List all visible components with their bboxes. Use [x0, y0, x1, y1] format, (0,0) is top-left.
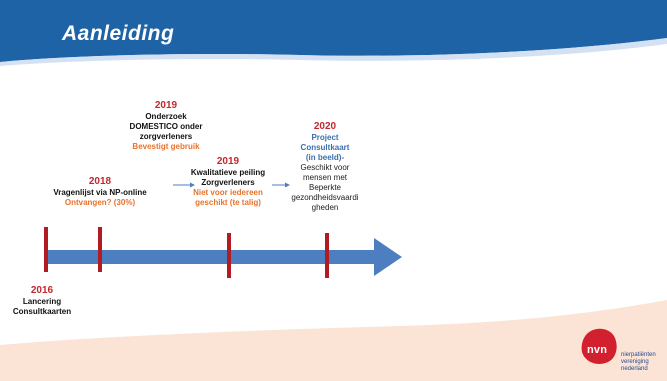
event-year: 2019: [216, 156, 240, 167]
logo-line: nederland: [621, 366, 648, 372]
footer-band: [0, 300, 667, 381]
event-accent: geschikt (te talig): [195, 198, 261, 207]
event-line: Beperkte: [308, 183, 342, 192]
timeline-event-2018: 2018 Vragenlijst via NP-online Ontvangen…: [40, 176, 160, 208]
timeline-tick-2020: [325, 233, 329, 278]
logo-line: nierpatiënten: [621, 352, 656, 358]
connector-arrow-2: [272, 182, 290, 188]
event-line: Vragenlijst via NP-online: [53, 188, 147, 197]
timeline-event-2019-onderzoek: 2019 Onderzoek DOMESTICO onder zorgverle…: [116, 100, 216, 152]
logo-text: nierpatiënten vereniging nederland: [621, 352, 656, 373]
event-accent: Niet voor iedereen: [193, 188, 263, 197]
timeline-tick-2016: [44, 227, 48, 272]
event-line: Geschikt voor: [300, 163, 350, 172]
event-year: 2020: [313, 121, 337, 132]
event-line: Zorgverleners: [201, 178, 255, 187]
event-year: 2016: [30, 285, 54, 296]
event-line: gezondheidsvaardi: [291, 193, 359, 202]
logo-line: vereniging: [621, 359, 649, 365]
timeline-event-2016: 2016 Lancering Consultkaarten: [6, 285, 78, 317]
header-band: [0, 0, 667, 62]
event-accent: Ontvangen? (30%): [64, 198, 136, 207]
nvn-logo-icon: [581, 328, 617, 364]
event-line: Consultkaarten: [12, 307, 72, 316]
event-line: Lancering: [22, 297, 62, 306]
page-title: Aanleiding: [62, 22, 175, 45]
timeline-arrow: [44, 238, 402, 276]
event-line: Onderzoek: [145, 112, 187, 121]
event-line: DOMESTICO onder: [129, 122, 203, 131]
event-accent: Bevestigt gebruik: [132, 142, 200, 151]
event-year: 2018: [88, 176, 112, 187]
timeline-tick-2019: [227, 233, 231, 278]
event-title-line: Consultkaart: [300, 143, 350, 152]
timeline-event-2020: 2020 Project Consultkaart (in beeld)- Ge…: [282, 121, 368, 213]
event-title-line: Project: [311, 133, 339, 142]
logo-mark: nvn: [587, 344, 608, 356]
event-year: 2019: [154, 100, 178, 111]
event-line: zorgverleners: [139, 132, 193, 141]
event-line: Kwalitatieve peiling: [190, 168, 266, 177]
timeline-event-2019-peiling: 2019 Kwalitatieve peiling Zorgverleners …: [180, 156, 276, 208]
timeline-tick-2018: [98, 227, 102, 272]
header-wave-light: [0, 38, 667, 66]
event-title-line: (in beeld)-: [305, 153, 345, 162]
event-line: gheden: [311, 203, 339, 212]
connector-arrow-1: [173, 182, 195, 188]
event-line: mensen met: [302, 173, 348, 182]
